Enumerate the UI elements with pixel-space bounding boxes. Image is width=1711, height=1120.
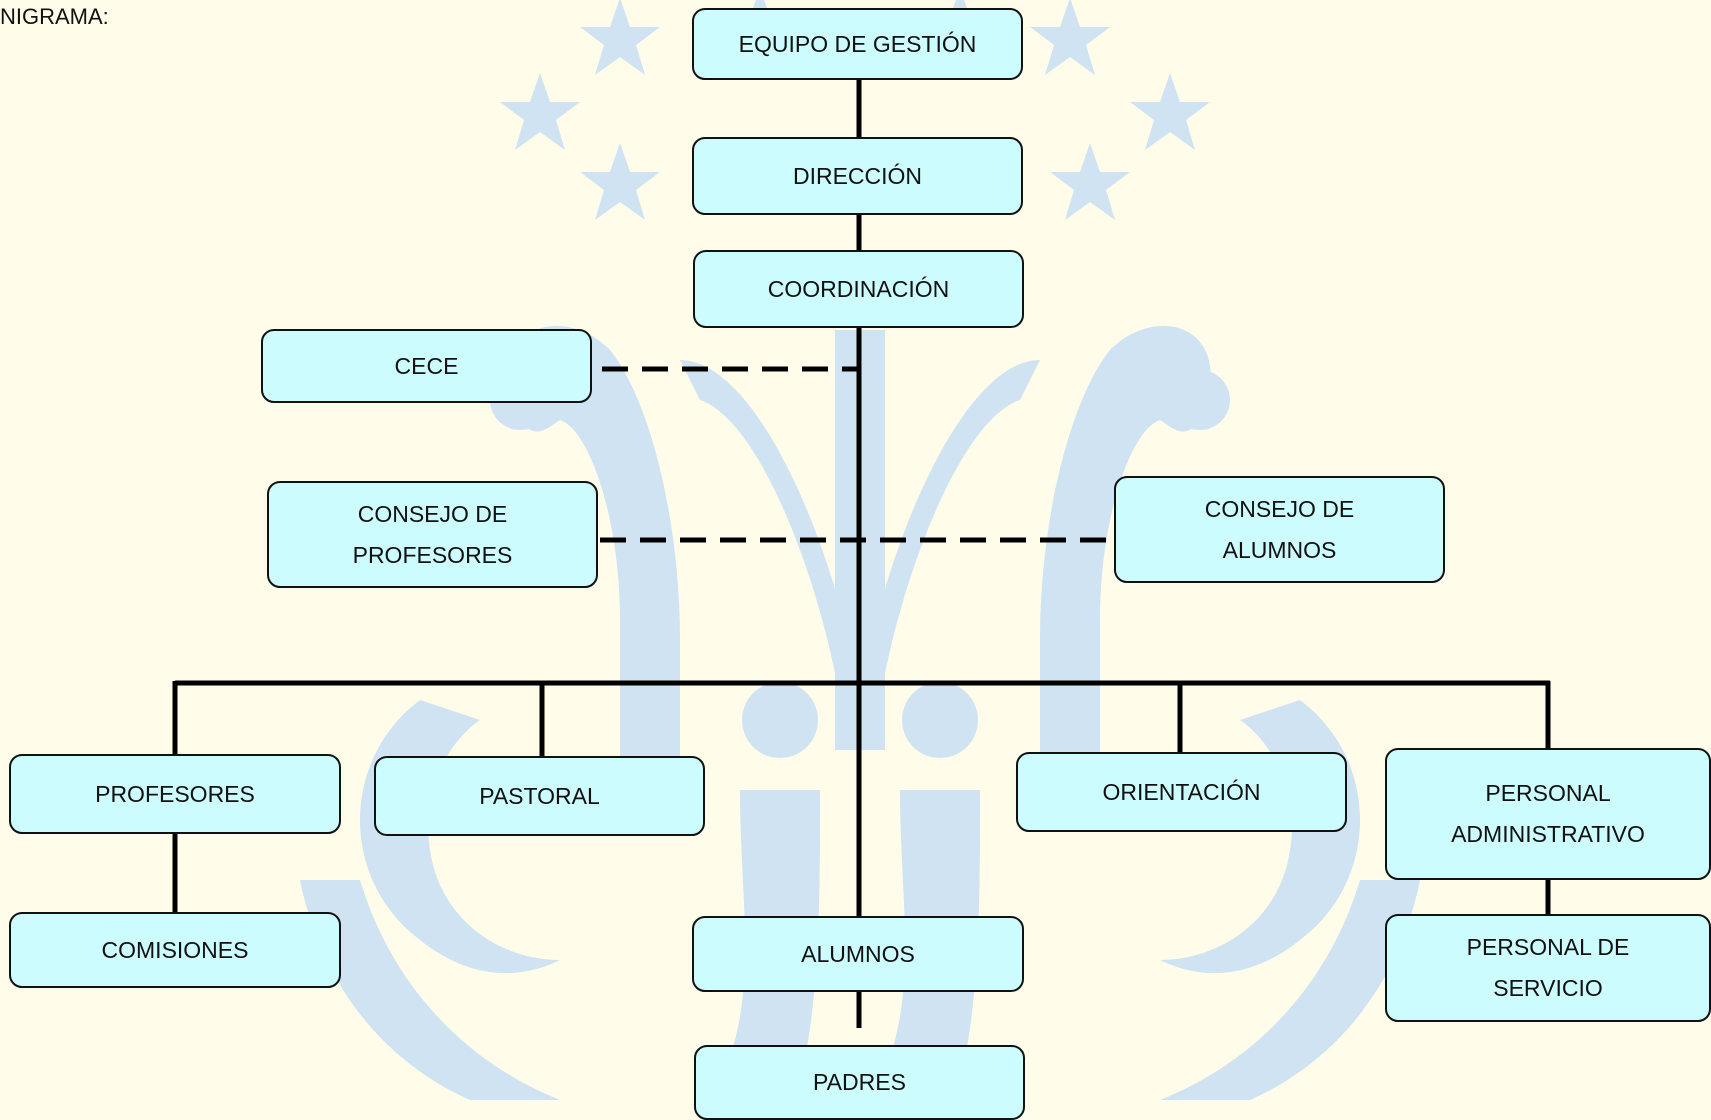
node-consejo-de-alumnos: CONSEJO DE ALUMNOS — [1114, 476, 1445, 583]
node-cece: CECE — [261, 329, 592, 403]
node-label: DIRECCIÓN — [792, 162, 923, 189]
node-label: ORIENTACIÓN — [1102, 778, 1261, 805]
node-label: EQUIPO DE GESTIÓN — [738, 30, 977, 57]
node-label-line-2: ADMINISTRATIVO — [1451, 821, 1645, 847]
node-alumnos: ALUMNOS — [692, 916, 1024, 992]
node-personal-administrativo: PERSONAL ADMINISTRATIVO — [1385, 748, 1711, 880]
node-direccion: DIRECCIÓN — [692, 137, 1023, 215]
node-label-line-2: PROFESORES — [352, 541, 513, 568]
diagram-caption: NIGRAMA: — [0, 4, 109, 29]
node-label-line-1: CONSEJO DE — [1204, 495, 1355, 522]
node-label-line-1: PERSONAL DE — [1466, 934, 1630, 960]
node-label-line-2: ALUMNOS — [1222, 536, 1337, 563]
node-label: PROFESORES — [95, 780, 255, 807]
node-equipo-de-gestion: EQUIPO DE GESTIÓN — [692, 8, 1023, 80]
node-label: CECE — [394, 352, 459, 379]
node-label-line-2: SERVICIO — [1493, 975, 1603, 1001]
node-profesores: PROFESORES — [9, 754, 341, 834]
monogram-m-icon — [300, 325, 1420, 1100]
node-label-line-1: CONSEJO DE — [357, 500, 508, 527]
node-consejo-de-profesores: CONSEJO DE PROFESORES — [267, 481, 598, 588]
node-comisiones: COMISIONES — [9, 912, 341, 988]
node-label: COORDINACIÓN — [767, 275, 950, 302]
node-label-line-1: PERSONAL — [1485, 780, 1611, 806]
node-label: PADRES — [813, 1069, 906, 1095]
node-orientacion: ORIENTACIÓN — [1016, 752, 1347, 832]
node-label: ALUMNOS — [801, 940, 915, 967]
node-personal-de-servicio: PERSONAL DE SERVICIO — [1385, 914, 1711, 1022]
node-pastoral: PASTORAL — [374, 756, 705, 836]
node-label: PASTORAL — [479, 782, 600, 809]
node-coordinacion: COORDINACIÓN — [693, 250, 1024, 328]
node-label: COMISIONES — [101, 936, 249, 963]
node-padres: PADRES — [694, 1045, 1025, 1120]
